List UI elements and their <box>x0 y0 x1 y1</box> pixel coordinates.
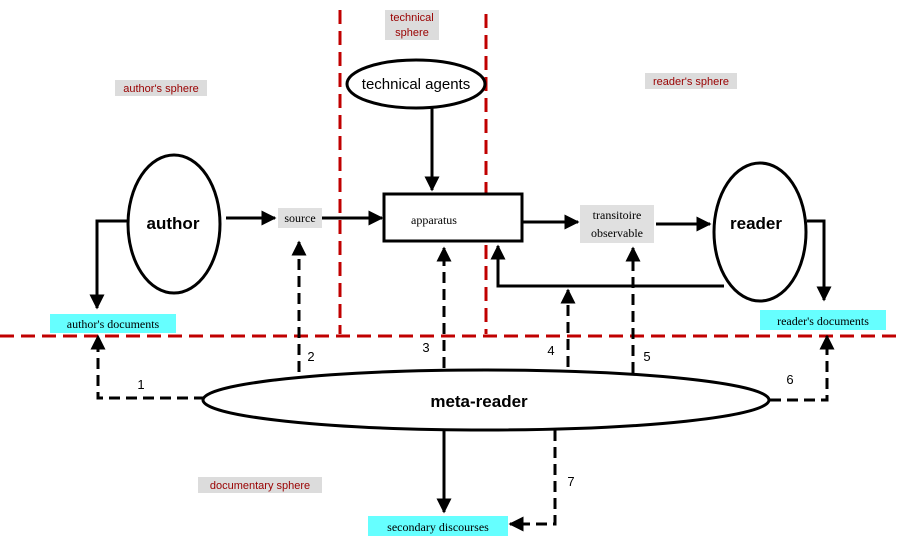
link-number-2: 2 <box>307 349 314 364</box>
reader-sphere-label-bg <box>645 73 737 89</box>
author-label: author <box>147 214 200 233</box>
author-documents-label: author's documents <box>67 317 160 331</box>
link-number-7: 7 <box>567 474 574 489</box>
apparatus-box <box>382 192 524 243</box>
meta-reader-ellipse <box>201 368 771 432</box>
author-documents-bg <box>50 314 176 333</box>
documentary-sphere-label: documentary sphere <box>210 480 310 492</box>
link-number-3: 3 <box>422 340 429 355</box>
reader-documents-label: reader's documents <box>777 314 869 328</box>
technical-agents-label: technical agents <box>362 76 470 93</box>
technical-sphere-label-bg <box>385 10 439 40</box>
technical-sphere-label-line1: technical <box>390 12 433 24</box>
dashed-arrows <box>90 240 835 532</box>
link-number-6: 6 <box>786 372 793 387</box>
reader-documents-bg <box>760 310 886 330</box>
documentary-sphere-label-bg <box>198 477 322 493</box>
link-number-5: 5 <box>643 349 650 364</box>
author-sphere-label-bg <box>115 80 207 96</box>
arrow-reader-to-documents <box>807 219 832 302</box>
technical-agents-ellipse <box>345 58 487 110</box>
reader-ellipse <box>712 161 808 303</box>
source-label-bg <box>278 208 322 228</box>
author-sphere-label: author's sphere <box>123 83 198 95</box>
solid-arrows <box>89 108 832 514</box>
arrow-author-to-documents <box>89 219 128 310</box>
sphere-dividers <box>0 10 902 338</box>
link-7 <box>508 430 557 532</box>
transitoire-label-line1: transitoire <box>593 208 642 222</box>
author-ellipse <box>126 153 222 295</box>
apparatus-label: apparatus <box>411 213 457 227</box>
technical-sphere-label-line2: sphere <box>395 27 429 39</box>
link-number-4: 4 <box>547 343 554 358</box>
reader-sphere-label: reader's sphere <box>653 76 729 88</box>
arrow-reader-feedback <box>490 244 724 288</box>
source-label: source <box>284 211 315 225</box>
link-number-1: 1 <box>137 377 144 392</box>
secondary-discourses-label: secondary discourses <box>387 520 489 534</box>
transitoire-label-line2: observable <box>591 226 643 240</box>
secondary-discourses-bg <box>368 516 508 536</box>
reader-label: reader <box>730 214 782 233</box>
link-1 <box>90 334 205 400</box>
link-6 <box>770 334 835 402</box>
meta-reader-label: meta-reader <box>430 392 528 411</box>
transitoire-label-bg <box>580 205 654 243</box>
